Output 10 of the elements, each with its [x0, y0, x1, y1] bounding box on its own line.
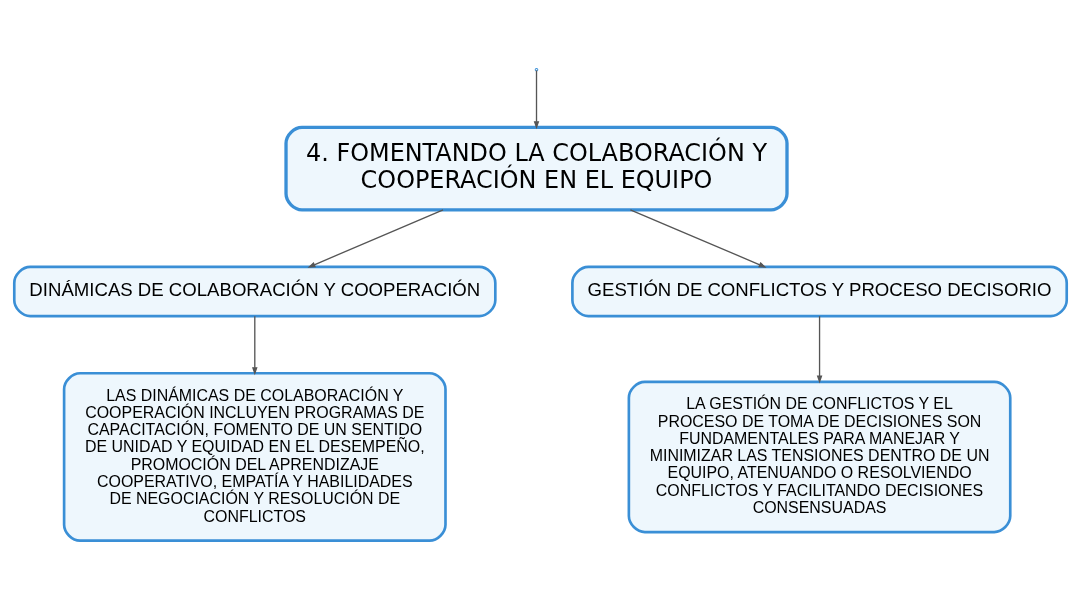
arrow — [307, 208, 444, 268]
arrow — [816, 315, 823, 384]
node-box: 4. FOMENTANDO LA COLABORACIÓN Y COOPERACIÓN EN EL EQUIPO — [284, 125, 789, 211]
node-box: GESTIÓN DE CONFLICTOS Y PROCESO DECISORIO — [571, 265, 1069, 317]
node-box: DINÁMICAS DE COLABORACIÓN Y COOPERACIÓN — [12, 265, 497, 317]
node-box: LAS DINÁMICAS DE COLABORACIÓN Y COOPERACIÓN INCLUYEN PROGRAMAS DE CAPACITACIÓN, FOMENTO DE UN SENTIDO DE UNIDAD Y EQUIDAD EN EL DESEMPEÑO, PROMOCIÓN DEL APRENDIZAJE COOPERATIVO, EMPATÍA Y HABILIDADES DE NEGOCIACIÓN Y RESOLUCIÓN DE CONFLICTOS — [62, 371, 447, 542]
arrow — [629, 208, 767, 268]
arrow — [252, 315, 258, 375]
node-box: LA GESTIÓN DE CONFLICTOS Y EL PROCESO DE TOMA DE DECISIONES SON FUNDAMENTALES PARA MANEJAR Y MINIMIZAR LAS TENSIONES DENTRO DE UN EQUIPO, ATENUANDO O RESOLVIENDO CONFLICTOS Y FACILITANDO DECISIONES CONSENSUADAS — [627, 380, 1012, 533]
arrow — [533, 69, 540, 129]
